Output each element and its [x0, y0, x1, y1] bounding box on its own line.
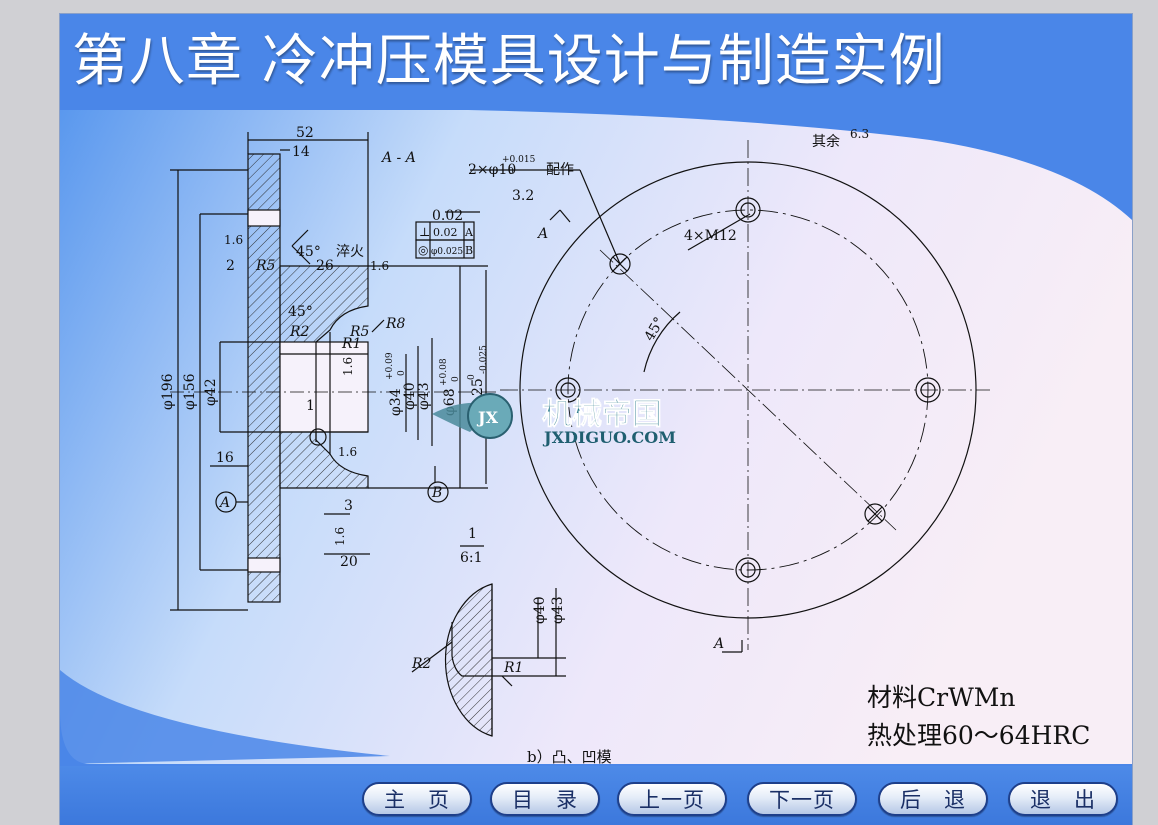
section-label: A - A [380, 150, 416, 166]
exit-button[interactable]: 退 出 [1008, 782, 1118, 816]
r5-label: R5 [255, 258, 276, 274]
quench-label: 淬火 [336, 244, 364, 260]
angle-45b: 45° [288, 304, 313, 320]
gdt-tol: 0.02 [432, 208, 463, 224]
circle-b: B [431, 485, 442, 501]
dim-20: 20 [340, 554, 358, 570]
roughness-16d: 1.6 [338, 445, 357, 459]
roughness-16e: 1.6 [333, 527, 347, 546]
view-a-label: A [536, 226, 548, 242]
dia-68-tol: +0.08 [439, 358, 449, 386]
contents-button[interactable]: 目 录 [490, 782, 600, 816]
dia-34-tol-low: 0 [397, 370, 407, 376]
dia-25-tol-low: -0.025 [479, 345, 489, 374]
detail-marker: 1 [306, 398, 315, 414]
back-button[interactable]: 后 退 [878, 782, 988, 816]
roughness-16c: 1.6 [341, 357, 355, 376]
logo-mark: JX [476, 408, 499, 427]
bolt-holes [555, 197, 941, 583]
fit-label: 配作 [546, 162, 574, 178]
m12-label: 4×M12 [684, 228, 737, 244]
view-a2-label: A [712, 636, 724, 652]
r2-label: R2 [289, 324, 310, 340]
roughness-16a: 1.6 [224, 233, 243, 247]
dia-68-tol-low: 0 [451, 376, 461, 382]
angle-45a: 45° [296, 244, 321, 260]
scale-label: 6:1 [460, 550, 483, 566]
material-note: 材料CrWMn [867, 683, 1016, 712]
scale-number: 1 [468, 526, 477, 542]
holes-label: 2×φ10 [468, 162, 516, 178]
dim-26: 26 [316, 258, 334, 274]
logo-url: JXDIGUO.COM [542, 428, 676, 447]
dia-40: φ40 [402, 382, 418, 410]
logo-text: 机械帝国 [542, 397, 662, 432]
bore [279, 341, 369, 433]
dia-34: φ34 [388, 388, 404, 416]
dia-25: 25 [470, 378, 486, 396]
detail-dia-43: φ43 [550, 596, 566, 624]
gdt-perp: ⊥ [419, 225, 430, 239]
slide-title: 第八章 冷冲压模具设计与制造实例 [72, 29, 946, 94]
dim-3: 3 [344, 498, 353, 514]
detail-dia-40: φ40 [532, 596, 548, 624]
dia-196: φ196 [160, 373, 176, 410]
slide: 第八章 冷冲压模具设计与制造实例 [60, 14, 1132, 825]
heat-treatment-note: 热处理60～64HRC [867, 721, 1091, 750]
dia-156: φ156 [182, 373, 198, 410]
flange-section [247, 153, 281, 603]
watermark-logo: JX 机械帝国 JXDIGUO.COM [432, 393, 676, 447]
dia-42: φ42 [203, 378, 219, 406]
note-other: 其余 [812, 133, 840, 150]
detail-view [444, 583, 493, 737]
panel-swoosh-bottom [60, 670, 390, 764]
gdt-conc-ref: B [465, 244, 473, 257]
drawing-panel: 52 14 A - A 2×φ10 +0.015 0 配作 3.2 其余 6.3… [60, 110, 1132, 764]
roughness-16b: 1.6 [370, 259, 389, 273]
dim-2: 2 [226, 258, 235, 274]
panel-swoosh-top [60, 110, 1132, 220]
logo-gear-icon [467, 393, 513, 439]
holes-tol-upper: +0.015 [502, 155, 536, 165]
r5b-label: R5 [349, 324, 370, 340]
hub-section-lower [279, 421, 369, 489]
dia-34-tol: +0.09 [385, 352, 395, 380]
dia-43: φ43 [416, 382, 432, 410]
r1-label: R1 [341, 336, 361, 352]
roughness-32: 3.2 [512, 188, 534, 204]
gdt-perp-val: 0.02 [433, 226, 458, 239]
gdt-conc-val: φ0.025 [431, 247, 463, 257]
nav-bar: 主 页 目 录 上一页 下一页 后 退 退 出 [60, 766, 1132, 825]
detail-r2: R2 [411, 656, 432, 672]
dim-52: 52 [296, 125, 314, 141]
gdt-perp-ref: A [464, 226, 474, 239]
detail-r1: R1 [503, 660, 523, 676]
drawing-caption: b）凸、凹模 [527, 748, 612, 766]
roughness-63: 6.3 [850, 127, 869, 141]
engineering-drawing: 52 14 A - A 2×φ10 +0.015 0 配作 3.2 其余 6.3… [60, 110, 1132, 764]
dia-25-tol: 0 [467, 374, 477, 380]
gdt-conc: ◎ [418, 243, 428, 257]
prev-page-button[interactable]: 上一页 [617, 782, 727, 816]
dim-16: 16 [216, 450, 234, 466]
r8-label: R8 [385, 316, 406, 332]
circle-a: A [218, 495, 230, 511]
dim-14: 14 [292, 144, 310, 160]
holes-tol-lower: 0 [508, 167, 514, 177]
next-page-button[interactable]: 下一页 [747, 782, 857, 816]
home-button[interactable]: 主 页 [362, 782, 472, 816]
